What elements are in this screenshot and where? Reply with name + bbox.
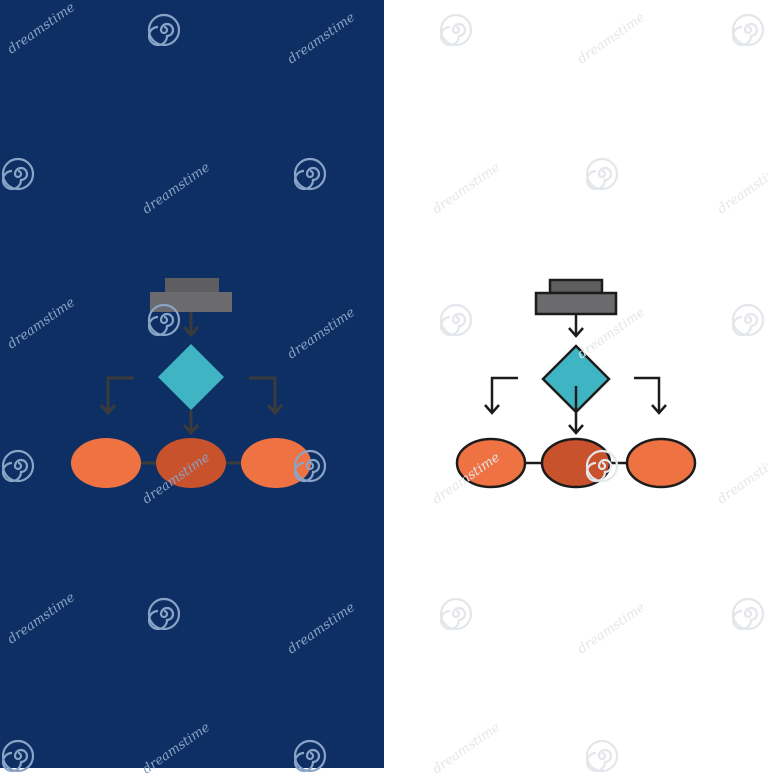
oval-left [455, 437, 527, 489]
oval-center [156, 438, 226, 488]
arrow-right-branch-icon [249, 376, 284, 416]
oval-center [540, 437, 612, 489]
process-box [150, 292, 232, 312]
arrow-icon [568, 314, 584, 338]
oval-right [625, 437, 697, 489]
process-box [534, 291, 618, 316]
process-box-top [165, 278, 219, 292]
decision-diamond [158, 344, 224, 410]
arrow-center-icon [182, 410, 200, 436]
oval-left [71, 438, 141, 488]
arrow-icon [182, 312, 200, 338]
oval-right [241, 438, 311, 488]
arrow-center-icon [568, 386, 584, 435]
light-panel [384, 0, 768, 768]
process-box-top [548, 278, 604, 295]
flowchart-icon-outline [455, 278, 697, 489]
arrow-left-branch-icon [99, 376, 134, 416]
arrow-right-branch-icon [634, 376, 667, 415]
flowchart-icon-flat [71, 278, 311, 488]
arrow-left-branch-icon [484, 376, 518, 415]
dark-panel [0, 0, 384, 768]
